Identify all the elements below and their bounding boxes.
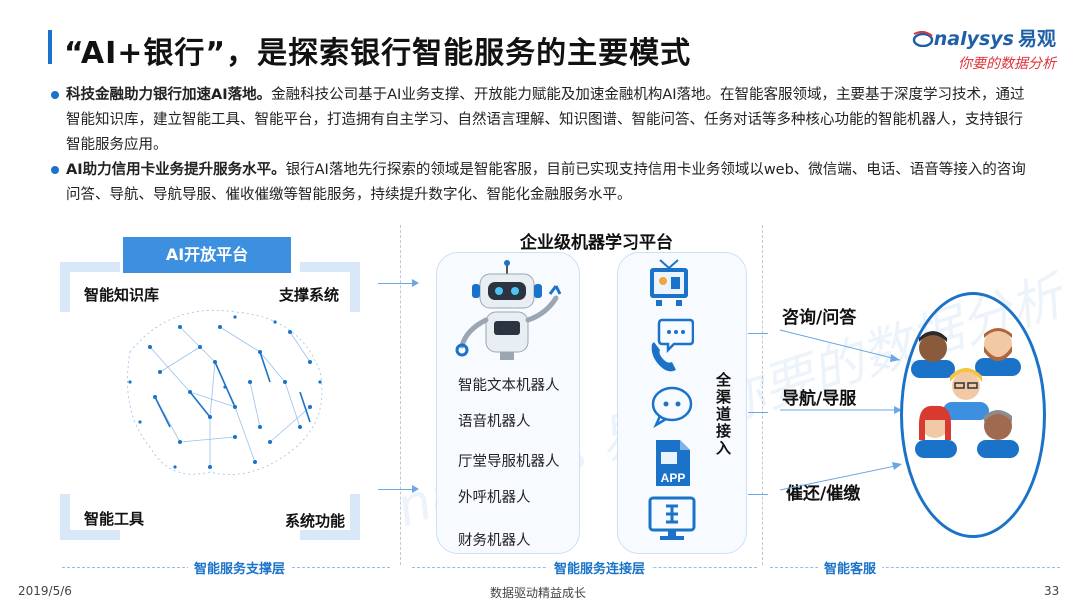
service-navigation: 导航/导服 [782,389,857,409]
arrow-line [748,412,768,413]
bullet-2: AI助力信用卡业务提升服务水平。银行AI落地先行探索的领域是智能客服，目前已实现… [51,158,1026,208]
bullet-2-text: 银行AI落地先行探索的领域是智能客服，目前已实现支持信用卡业务领域以web、微信… [66,162,1026,203]
wechat-icon [651,386,693,428]
label-support-system: 支撑系统 [279,286,340,304]
bullet-1-lead: 科技金融助力银行加速AI落地。 [66,87,272,103]
tv-icon [650,259,688,306]
arrow-line [748,494,768,495]
arrow-line [378,489,414,490]
footer-date: 2019/5/6 [18,584,72,598]
bullet-dot [51,166,59,174]
omnichannel-label: 全渠道接入 [716,371,732,457]
robot-item: 财务机器人 [458,533,531,549]
app-icon: APP [656,440,690,486]
chat-phone-icon [651,318,694,372]
label-smart-tools: 智能工具 [84,510,145,528]
support-layer-label: 智能服务支撑层 [188,558,292,577]
logo-text: nalysys [933,28,1014,50]
title-accent-bar [48,30,52,64]
support-layer-frame [60,262,360,540]
column-divider [762,225,763,565]
customers-ellipse [900,292,1046,538]
footer-slogan: 数据驱动精益成长 [490,586,587,600]
ml-platform-title: 企业级机器学习平台 [520,233,673,253]
page-title: “AI+银行”，是探索银行智能服务的主要模式 [64,36,692,71]
arrow-head [412,485,419,493]
label-knowledge-base: 智能知识库 [84,286,160,304]
connection-layer-label: 智能服务连接层 [548,558,652,577]
logo-slogan: 你要的数据分析 [958,56,1056,72]
page-number: 33 [1044,584,1060,598]
label-system-functions: 系统功能 [285,512,346,530]
service-arrows [779,329,902,491]
bullet-2-lead: AI助力信用卡业务提升服务水平。 [66,162,286,178]
service-consult: 咨询/问答 [782,308,857,328]
bullet-dot [51,91,59,99]
robot-item: 外呼机器人 [458,490,531,506]
column-divider [400,225,401,565]
robot-item: 厅堂导服机器人 [458,454,560,470]
robot-item: 语音机器人 [458,414,531,430]
ai-open-platform-tag: AI开放平台 [123,237,291,273]
arrow-line [748,333,768,334]
arrow-head [412,279,419,287]
bullet-1-text: 金融科技公司基于AI业务支撑、开放能力赋能及加速金融机构AI落地。在智能客服领域… [66,87,1025,153]
robot-icon [455,260,562,360]
monitor-icon [648,496,696,540]
bullet-1: 科技金融助力银行加速AI落地。金融科技公司基于AI业务支撑、开放能力赋能及加速金… [51,83,1026,158]
app-icon-label: APP [661,471,686,485]
logo-cn: 易观 [1017,28,1056,50]
service-collection: 催还/催缴 [786,484,861,504]
customers-icon [911,328,1021,458]
customer-service-line [770,567,1060,568]
arrow-line [378,283,414,284]
robot-item: 智能文本机器人 [458,378,560,394]
logo-swoosh-icon [912,30,933,48]
customer-service-label: 智能客服 [818,558,883,577]
